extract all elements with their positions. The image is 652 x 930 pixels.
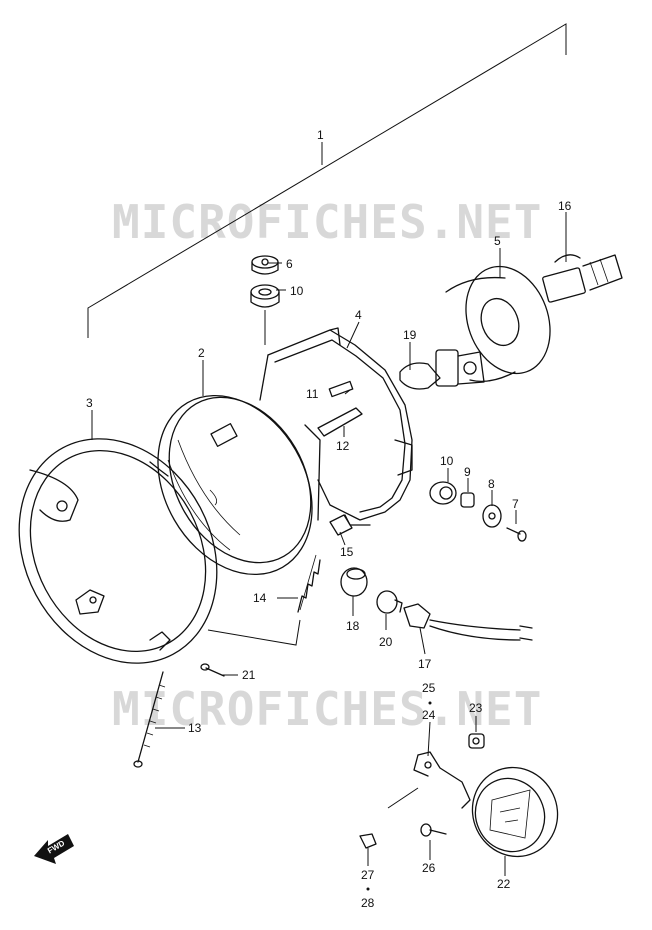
- socket-cover: [445, 265, 551, 383]
- callout-27: 27: [361, 868, 375, 882]
- callout-labels: 1 2 3 4 5 6 7 8 9 10 10 11 12 13 14 15 1…: [86, 128, 572, 910]
- callout-2: 2: [198, 346, 205, 360]
- callout-20: 20: [379, 635, 393, 649]
- callout-15: 15: [340, 545, 354, 559]
- callout-8: 8: [488, 477, 495, 491]
- top-cushion: [250, 284, 280, 345]
- callout-14: 14: [253, 591, 267, 605]
- collar: [460, 492, 475, 508]
- watermark-bottom: MICROFICHES.NET: [112, 682, 542, 736]
- headlamp-lens-unit: [157, 394, 321, 576]
- callout-21: 21: [242, 668, 256, 682]
- headlight-bulb: [399, 349, 485, 390]
- callout-6: 6: [286, 257, 293, 271]
- wire-coupler: [542, 254, 623, 303]
- housing-plate: [328, 380, 354, 398]
- nut-27: [359, 833, 377, 849]
- headlamp-rim: [18, 438, 218, 664]
- callout-7: 7: [512, 497, 519, 511]
- round-lamp: [471, 766, 559, 858]
- callout-26: 26: [422, 861, 436, 875]
- nut-23: [468, 733, 485, 749]
- washer: [482, 504, 502, 528]
- callout-13: 13: [188, 721, 202, 735]
- bolt-26: [420, 823, 447, 837]
- adjusting-spring: [297, 554, 321, 613]
- small-bulb: [376, 590, 403, 614]
- forward-direction-arrow: FWD: [34, 834, 74, 864]
- callout-11: 11: [306, 387, 319, 401]
- assembly-bracket: [87, 23, 567, 338]
- callout-1: 1: [317, 128, 324, 142]
- position-lamp-socket: [403, 603, 533, 641]
- mounting-bracket: [413, 751, 471, 809]
- callout-28: 28: [361, 896, 375, 910]
- callout-24: 24: [422, 708, 436, 722]
- callout-12: 12: [336, 439, 350, 453]
- callout-19: 19: [403, 328, 417, 342]
- callout-10-side: 10: [440, 454, 454, 468]
- long-screw: [133, 671, 166, 768]
- callout-10-top: 10: [290, 284, 304, 298]
- callout-25: 25: [422, 681, 436, 695]
- lamp-rubber: [340, 567, 368, 597]
- leader-lines: [91, 212, 567, 891]
- headlamp-housing: [259, 327, 413, 526]
- callout-3: 3: [86, 396, 93, 410]
- top-grommet: [251, 255, 279, 275]
- callout-4: 4: [355, 308, 362, 322]
- watermark-top: MICROFICHES.NET: [112, 195, 542, 249]
- callout-16: 16: [558, 199, 572, 213]
- callout-5: 5: [494, 234, 501, 248]
- callout-22: 22: [497, 877, 511, 891]
- side-grommet: [429, 481, 457, 505]
- callout-9: 9: [464, 465, 471, 479]
- screw-7: [506, 527, 527, 542]
- callout-18: 18: [346, 619, 360, 633]
- screw-21: [200, 663, 225, 677]
- housing-bracket: [317, 407, 363, 437]
- clip-15: [329, 514, 353, 536]
- callout-17: 17: [418, 657, 432, 671]
- callout-23: 23: [469, 701, 483, 715]
